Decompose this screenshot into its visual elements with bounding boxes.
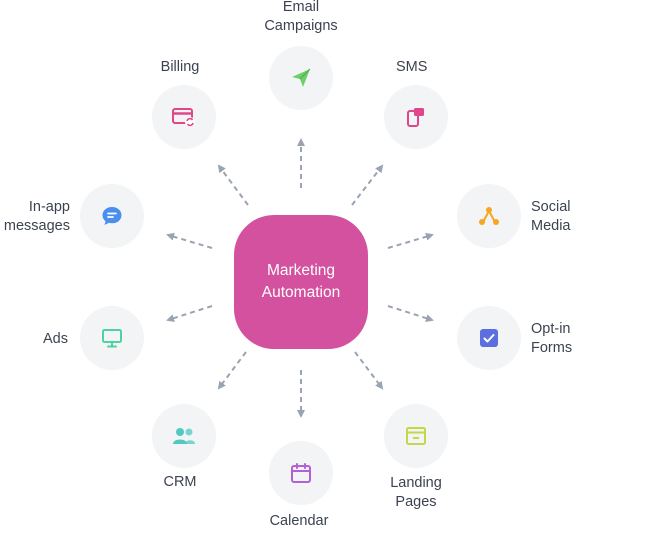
opt-in-forms-node[interactable]	[457, 306, 521, 370]
checkbox-icon	[480, 329, 498, 347]
credit-card-icon	[172, 108, 195, 127]
share-nodes-icon	[479, 207, 499, 225]
social-media-node[interactable]	[457, 184, 521, 248]
arrow-landing	[354, 351, 384, 390]
calendar-icon	[291, 463, 311, 483]
billing-node[interactable]	[152, 85, 216, 149]
calendar-label: Calendar	[269, 513, 329, 529]
paper-plane-icon	[292, 68, 311, 87]
email-campaigns-label: Email Campaigns	[264, 0, 338, 34]
ads-node[interactable]	[80, 306, 144, 370]
mobile-message-icon	[407, 108, 424, 127]
crm-node[interactable]	[152, 404, 216, 468]
sms-label: SMS	[396, 59, 428, 75]
social-media-label: Social Media	[531, 199, 571, 234]
users-icon	[173, 428, 195, 444]
calendar-node[interactable]	[269, 441, 333, 505]
monitor-icon	[102, 329, 122, 348]
in-app-messages-node[interactable]	[80, 184, 144, 248]
arrow-optin	[387, 305, 434, 322]
arrow-billing	[217, 164, 249, 206]
arrow-sms	[351, 164, 384, 206]
email-campaigns-node[interactable]	[269, 46, 333, 110]
arrow-ads	[166, 305, 213, 322]
landing-pages-label: Landing Pages	[390, 475, 442, 510]
landing-pages-node[interactable]	[384, 404, 448, 468]
in-app-messages-label: In-app messages	[3, 199, 70, 234]
browser-window-icon	[406, 427, 426, 445]
sms-node[interactable]	[384, 85, 448, 149]
opt-in-forms-label: Opt-in Forms	[531, 321, 573, 356]
arrow-social	[387, 232, 434, 249]
billing-label: Billing	[160, 59, 200, 75]
arrow-crm	[217, 351, 247, 390]
hub-label: Marketing Automation	[261, 262, 341, 301]
ads-label: Ads	[43, 331, 68, 347]
arrow-inapp	[166, 232, 213, 249]
marketing-automation-hub: Marketing Automation	[234, 215, 368, 349]
chat-bubble-icon	[102, 207, 122, 225]
crm-label: CRM	[163, 474, 197, 490]
